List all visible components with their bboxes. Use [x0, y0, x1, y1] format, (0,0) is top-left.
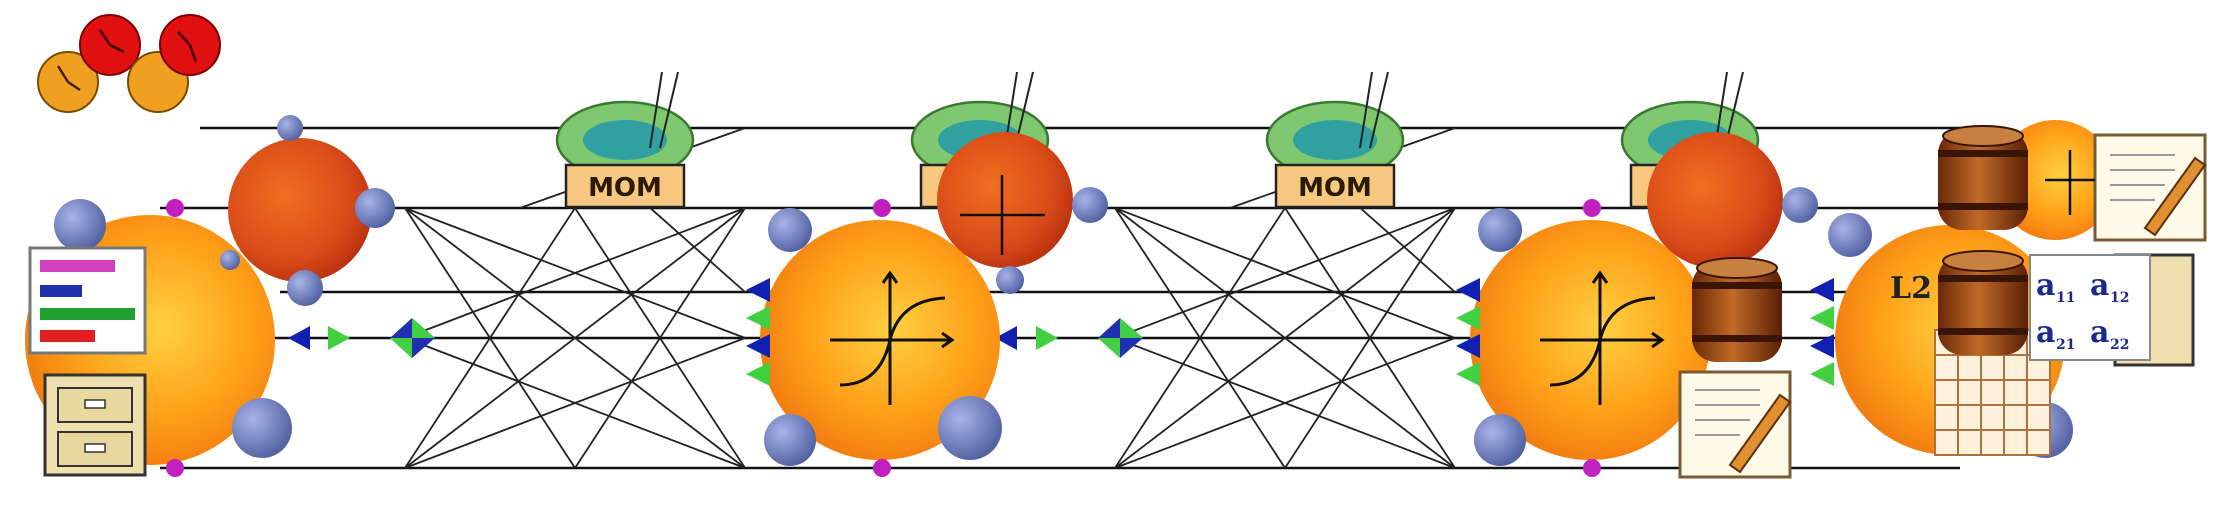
- connector-2: [995, 318, 1143, 358]
- connector-1: [288, 318, 435, 358]
- activation-function-icon: [1540, 270, 1665, 405]
- mom-block-1: MOM: [555, 71, 695, 209]
- hidden-neuron-1: [746, 132, 1108, 477]
- matrix-symbol: a: [2090, 268, 2109, 303]
- matrix-cell: 11: [2056, 290, 2075, 306]
- matrix-symbol: a: [2036, 315, 2055, 350]
- weight-connections-2: [1114, 127, 1456, 469]
- crosshair-icon: [2045, 150, 2095, 215]
- matrix-cell: 21: [2056, 337, 2075, 353]
- barrel-icon: [1692, 257, 1782, 362]
- bar-chart-icon: [28, 246, 147, 355]
- document-pencil-icon: [1678, 370, 1792, 479]
- matrix-cell: 12: [2110, 290, 2129, 306]
- weight-connections-1: [404, 127, 746, 469]
- l2-label: L2: [1890, 271, 1932, 306]
- barrel-icon: [1938, 250, 2028, 355]
- matrix-icon: a 11 a 12 a 21 a 22: [2029, 254, 2151, 361]
- crosshair-icon: [960, 175, 1045, 255]
- file-cabinet-icon: [43, 373, 147, 477]
- mom-block-3: MOM: [1265, 71, 1405, 209]
- document-pencil-icon: [2093, 133, 2207, 242]
- clock-icon: [37, 14, 221, 113]
- matrix-symbol: a: [2036, 268, 2055, 303]
- activation-function-icon: [830, 270, 955, 405]
- context-neuron-1: [220, 115, 395, 306]
- matrix-cell: 22: [2110, 337, 2129, 353]
- matrix-symbol: a: [2090, 315, 2109, 350]
- hidden-neuron-2: [1456, 132, 1818, 477]
- barrel-icon: [1938, 125, 2028, 230]
- mom-label: MOM: [1298, 173, 1372, 203]
- mom-label: MOM: [588, 173, 662, 203]
